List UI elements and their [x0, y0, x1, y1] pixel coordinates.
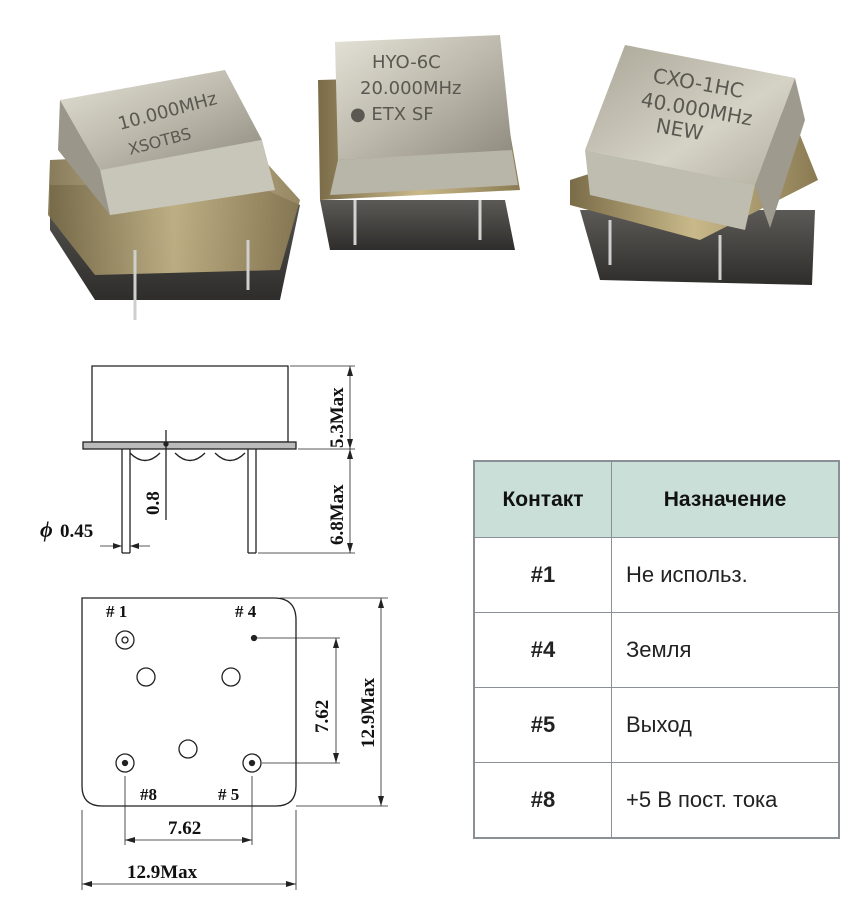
column-header-function: Назначение	[611, 460, 840, 538]
pin-assignment-table: Контакт Назначение #1 Не использ. #4 Зем…	[473, 460, 840, 839]
table-row: #4 Земля	[473, 612, 840, 688]
pin-4-label: # 4	[235, 602, 257, 621]
pin-cell: #1	[473, 537, 612, 613]
pin-length-dimension: 6.8Max	[327, 484, 348, 545]
vertical-size-dimension: 12.9Max	[358, 677, 379, 748]
diameter-symbol: ϕ	[40, 517, 53, 542]
osc2-frequency: 20.000MHz	[360, 78, 462, 99]
oscillator-1: 10.000MHz XSOTBS	[48, 70, 300, 320]
table-row: #1 Не использ.	[473, 537, 840, 613]
oscillator-3: CXO-1HC 40.000MHz NEW	[570, 45, 818, 285]
function-cell: Земля	[611, 612, 840, 688]
dimension-drawing: 5.3Max 6.8Max 0.8 ϕ 0.45	[40, 365, 388, 890]
pin-1-label: # 1	[106, 602, 127, 621]
bottom-view-arrows	[82, 598, 384, 887]
pin-8-label: #8	[140, 785, 157, 804]
horizontal-pitch-dimension: 7.62	[168, 818, 201, 839]
standoff-dimension: 0.8	[143, 491, 164, 515]
osc2-marking: ● ETX SF	[350, 104, 434, 125]
pin-cell: #5	[473, 687, 612, 763]
pin-5-label: # 5	[218, 785, 239, 804]
pin-diameter-dimension: 0.45	[60, 521, 93, 542]
pin-cell: #8	[473, 762, 612, 839]
side-view	[82, 365, 355, 554]
side-view-arrows	[113, 366, 353, 553]
function-cell: +5 В пост. тока	[611, 762, 840, 839]
vertical-pitch-dimension: 7.62	[312, 700, 333, 733]
oscillator-2: HYO-6C 20.000MHz ● ETX SF	[318, 35, 520, 250]
horizontal-size-dimension: 12.9Max	[127, 862, 198, 883]
table-row: #8 +5 В пост. тока	[473, 762, 840, 839]
table-header-row: Контакт Назначение	[473, 460, 840, 538]
function-cell: Не использ.	[611, 537, 840, 613]
pin-cell: #4	[473, 612, 612, 688]
column-header-pin: Контакт	[473, 460, 612, 538]
osc2-model: HYO-6C	[372, 52, 441, 73]
function-cell: Выход	[611, 687, 840, 763]
table-row: #5 Выход	[473, 687, 840, 763]
oscillator-photo: 10.000MHz XSOTBS HYO-6C 20.000MHz ● ETX …	[48, 35, 818, 320]
height-dimension: 5.3Max	[327, 387, 348, 448]
bottom-view	[81, 597, 388, 890]
